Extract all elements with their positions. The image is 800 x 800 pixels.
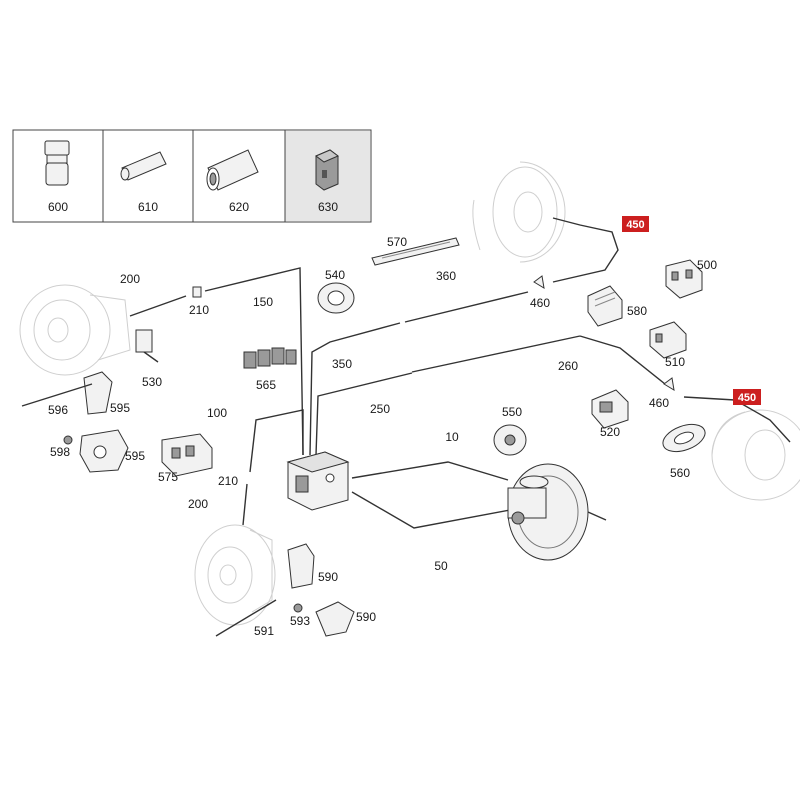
- sensor-wire-591: [215, 599, 277, 637]
- callout-labels: 10 50 100 150 200 200 210 210 250 260 35…: [48, 235, 717, 638]
- caliper-595-lower: [79, 429, 129, 473]
- abs-unit: [286, 451, 350, 511]
- plug-bolt-icon: [44, 140, 70, 186]
- brake-booster: [507, 463, 607, 561]
- callout-595-lower: 595: [125, 449, 145, 463]
- bolt-593: [293, 603, 303, 613]
- disc-540: [317, 282, 355, 314]
- legend-label-600: 600: [48, 200, 68, 214]
- callout-575: 575: [158, 470, 178, 484]
- rear-right-disc-ghost: [472, 161, 566, 263]
- callout-50: 50: [434, 559, 448, 573]
- callout-10: 10: [445, 430, 459, 444]
- callout-360: 360: [436, 269, 456, 283]
- cap-550: [493, 424, 527, 456]
- callout-550: 550: [502, 405, 522, 419]
- clip-460-upper: [533, 275, 545, 289]
- callout-260: 260: [558, 359, 578, 373]
- callout-596: 596: [48, 403, 68, 417]
- accessory-parts-box: 600 610 620 630: [12, 129, 372, 223]
- callout-210-lower: 210: [218, 474, 238, 488]
- bracket-500: [665, 259, 703, 299]
- cylinder-pin-icon: [120, 151, 167, 181]
- clip-460-lower: [663, 377, 675, 391]
- callout-593: 593: [290, 614, 310, 628]
- callout-595-upper: 595: [110, 401, 130, 415]
- callout-570: 570: [387, 235, 407, 249]
- brake-lines: [129, 217, 791, 529]
- callout-580: 580: [627, 304, 647, 318]
- clips-565: [243, 347, 297, 369]
- callout-100: 100: [207, 406, 227, 420]
- block-clip-icon: [315, 149, 339, 191]
- caliper-520: [591, 389, 629, 429]
- highlight-callout-450-upper[interactable]: 450: [622, 216, 649, 232]
- callout-530: 530: [142, 375, 162, 389]
- callout-590-lower: 590: [356, 610, 376, 624]
- bracket-590-lower: [315, 601, 355, 637]
- callout-200-lower: 200: [188, 497, 208, 511]
- callout-540: 540: [325, 268, 345, 282]
- callout-450-lower[interactable]: 450: [738, 392, 756, 404]
- rear-left-disc-ghost: [711, 409, 800, 501]
- callout-450-upper[interactable]: 450: [626, 219, 644, 231]
- clip-210-upper: [192, 286, 202, 298]
- pad-set-580: [587, 285, 623, 327]
- bracket-510: [649, 321, 687, 359]
- callout-520: 520: [600, 425, 620, 439]
- caliper-595-upper: [83, 371, 113, 415]
- sensor-530: [135, 329, 159, 363]
- grommet-560: [662, 423, 706, 453]
- callout-350: 350: [332, 357, 352, 371]
- callout-460-lower: 460: [649, 396, 669, 410]
- callout-200-upper: 200: [120, 272, 140, 286]
- strip-570: [371, 237, 460, 266]
- bolt-598: [63, 435, 73, 445]
- callout-210-upper: 210: [189, 303, 209, 317]
- front-left-disc-ghost: [19, 284, 131, 376]
- caliper-575: [161, 433, 213, 477]
- sensor-wire-596: [21, 383, 93, 407]
- caliper-590-upper: [287, 543, 315, 589]
- callout-591: 591: [254, 624, 274, 638]
- callout-150: 150: [253, 295, 273, 309]
- front-right-disc-ghost: [194, 524, 276, 626]
- callout-590-upper: 590: [318, 570, 338, 584]
- legend-label-630: 630: [318, 200, 338, 214]
- legend-label-610: 610: [138, 200, 158, 214]
- sleeve-icon: [206, 149, 259, 191]
- callout-510: 510: [665, 355, 685, 369]
- callout-460-upper: 460: [530, 296, 550, 310]
- legend-label-620: 620: [229, 200, 249, 214]
- highlight-callout-450-lower[interactable]: 450: [733, 389, 761, 405]
- callout-560: 560: [670, 466, 690, 480]
- callout-598: 598: [50, 445, 70, 459]
- callout-565: 565: [256, 378, 276, 392]
- callout-250: 250: [370, 402, 390, 416]
- callout-500: 500: [697, 258, 717, 272]
